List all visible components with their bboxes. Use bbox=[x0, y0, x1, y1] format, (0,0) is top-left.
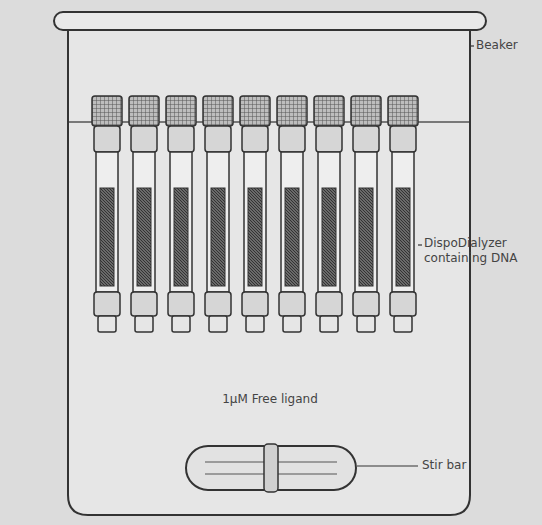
leader-line bbox=[470, 45, 474, 46]
stir-bar-label: Stir bar bbox=[422, 458, 502, 473]
dialyzer-tube bbox=[351, 96, 381, 332]
dialyzer-tube bbox=[314, 96, 344, 332]
dialyzer-tube bbox=[388, 96, 418, 332]
leader-line bbox=[418, 244, 422, 245]
leader-line bbox=[357, 465, 418, 466]
dialyzer-tube bbox=[166, 96, 196, 332]
beaker-body bbox=[68, 28, 470, 515]
dialyzer-label: DispoDialyzer containing DNA bbox=[424, 236, 536, 266]
stir-bar bbox=[186, 444, 356, 492]
dialyzer-tube bbox=[240, 96, 270, 332]
dialyzer-tube bbox=[92, 96, 122, 332]
dialyzer-tubes bbox=[92, 96, 418, 332]
beaker-label: Beaker bbox=[476, 38, 538, 53]
dialyzer-tube bbox=[277, 96, 307, 332]
solution-label: 1μM Free ligand bbox=[185, 392, 355, 407]
beaker-rim bbox=[54, 12, 486, 30]
dialyzer-tube bbox=[203, 96, 233, 332]
dialyzer-tube bbox=[129, 96, 159, 332]
